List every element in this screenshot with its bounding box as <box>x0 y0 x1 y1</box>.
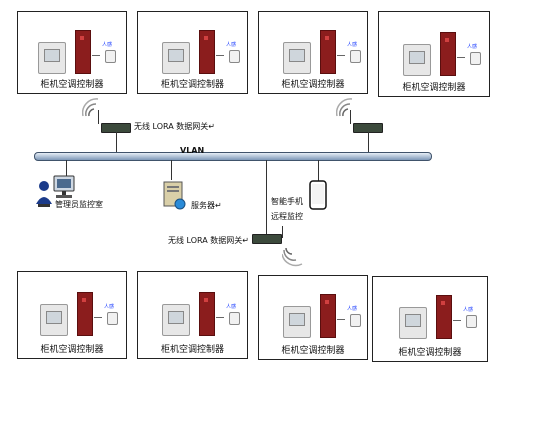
vlan-label: VLAN <box>180 146 205 155</box>
pir-sensor-icon <box>229 312 240 325</box>
pir-sensor-icon <box>470 52 481 65</box>
admin-computer-icon <box>36 175 75 207</box>
server-icon <box>163 181 186 210</box>
controller-device <box>38 42 66 74</box>
connector-arrow <box>216 317 224 318</box>
connector-arrow <box>94 317 102 318</box>
pir-label: 人感 <box>463 307 474 313</box>
unit-box-4: 人感 柜机空调控制器 <box>378 11 490 97</box>
unit-box-5: 人感 柜机空调控制器 <box>17 271 127 359</box>
connector-arrow <box>92 55 100 56</box>
unit-box-1: 人感 柜机空调控制器 <box>17 11 127 94</box>
controller-device <box>403 44 431 76</box>
air-conditioner-cabinet <box>440 32 456 76</box>
wireless-signal-icon <box>282 248 303 267</box>
air-conditioner-cabinet <box>199 30 215 74</box>
unit-label: 柜机空调控制器 <box>402 83 466 93</box>
pir-sensor-icon <box>229 50 240 63</box>
gateway-label-top: 无线 LORA 数据网关↵ <box>134 122 215 131</box>
pir-label: 人感 <box>104 304 115 310</box>
pir-sensor-icon <box>466 315 477 328</box>
unit-label: 柜机空调控制器 <box>281 80 345 90</box>
controller-device <box>283 306 311 338</box>
pir-label: 人感 <box>467 44 478 50</box>
antenna <box>282 226 283 238</box>
unit-box-6: 人感 柜机空调控制器 <box>137 271 248 359</box>
wireless-signal-icon <box>336 98 353 117</box>
wireless-signal-icon <box>82 98 99 117</box>
pir-label: 人感 <box>347 306 358 312</box>
unit-box-2: 人感 柜机空调控制器 <box>137 11 248 94</box>
controller-device <box>162 304 190 336</box>
pir-label: 人感 <box>226 304 237 310</box>
unit-label: 柜机空调控制器 <box>40 80 104 90</box>
unit-label: 柜机空调控制器 <box>160 345 224 355</box>
pir-label: 人感 <box>102 42 113 48</box>
air-conditioner-cabinet <box>320 30 336 74</box>
connector-arrow <box>337 55 345 56</box>
admin-label: 管理员监控室 <box>55 200 103 209</box>
connector-arrow <box>453 320 461 321</box>
server-label: 服务器↵ <box>191 201 222 210</box>
pir-sensor-icon <box>105 50 116 63</box>
unit-box-7: 人感 柜机空调控制器 <box>258 275 368 360</box>
connector-line <box>266 160 267 234</box>
connector-arrow <box>216 55 224 56</box>
pir-label: 人感 <box>347 42 358 48</box>
connector-arrow <box>337 319 345 320</box>
air-conditioner-cabinet <box>320 294 336 338</box>
gateway-label-bottom: 无线 LORA 数据网关↵ <box>168 236 249 245</box>
controller-device <box>40 304 68 336</box>
unit-box-3: 人感 柜机空调控制器 <box>258 11 368 94</box>
antenna <box>98 110 99 124</box>
unit-label: 柜机空调控制器 <box>281 346 345 356</box>
vlan-bus <box>34 152 432 161</box>
unit-label: 柜机空调控制器 <box>160 80 224 90</box>
unit-box-8: 人感 柜机空调控制器 <box>372 276 488 362</box>
connector-line <box>368 132 369 152</box>
phone-label-line1: 智能手机 <box>271 197 303 206</box>
lora-gateway-icon <box>252 234 282 244</box>
air-conditioner-cabinet <box>436 295 452 339</box>
pir-label: 人感 <box>226 42 237 48</box>
antenna <box>350 110 351 124</box>
air-conditioner-cabinet <box>75 30 91 74</box>
controller-device <box>162 42 190 74</box>
pir-sensor-icon <box>107 312 118 325</box>
connector-line <box>66 160 67 180</box>
connector-line <box>318 160 319 182</box>
air-conditioner-cabinet <box>199 292 215 336</box>
connector-arrow <box>457 57 465 58</box>
pir-sensor-icon <box>350 314 361 327</box>
connector-line <box>116 132 117 152</box>
unit-label: 柜机空调控制器 <box>398 348 462 358</box>
controller-device <box>283 42 311 74</box>
smartphone-icon <box>309 180 327 210</box>
phone-label-line2: 远程监控 <box>271 212 303 221</box>
unit-label: 柜机空调控制器 <box>40 345 104 355</box>
connector-line <box>171 160 172 180</box>
pir-sensor-icon <box>350 50 361 63</box>
air-conditioner-cabinet <box>77 292 93 336</box>
controller-device <box>399 307 427 339</box>
